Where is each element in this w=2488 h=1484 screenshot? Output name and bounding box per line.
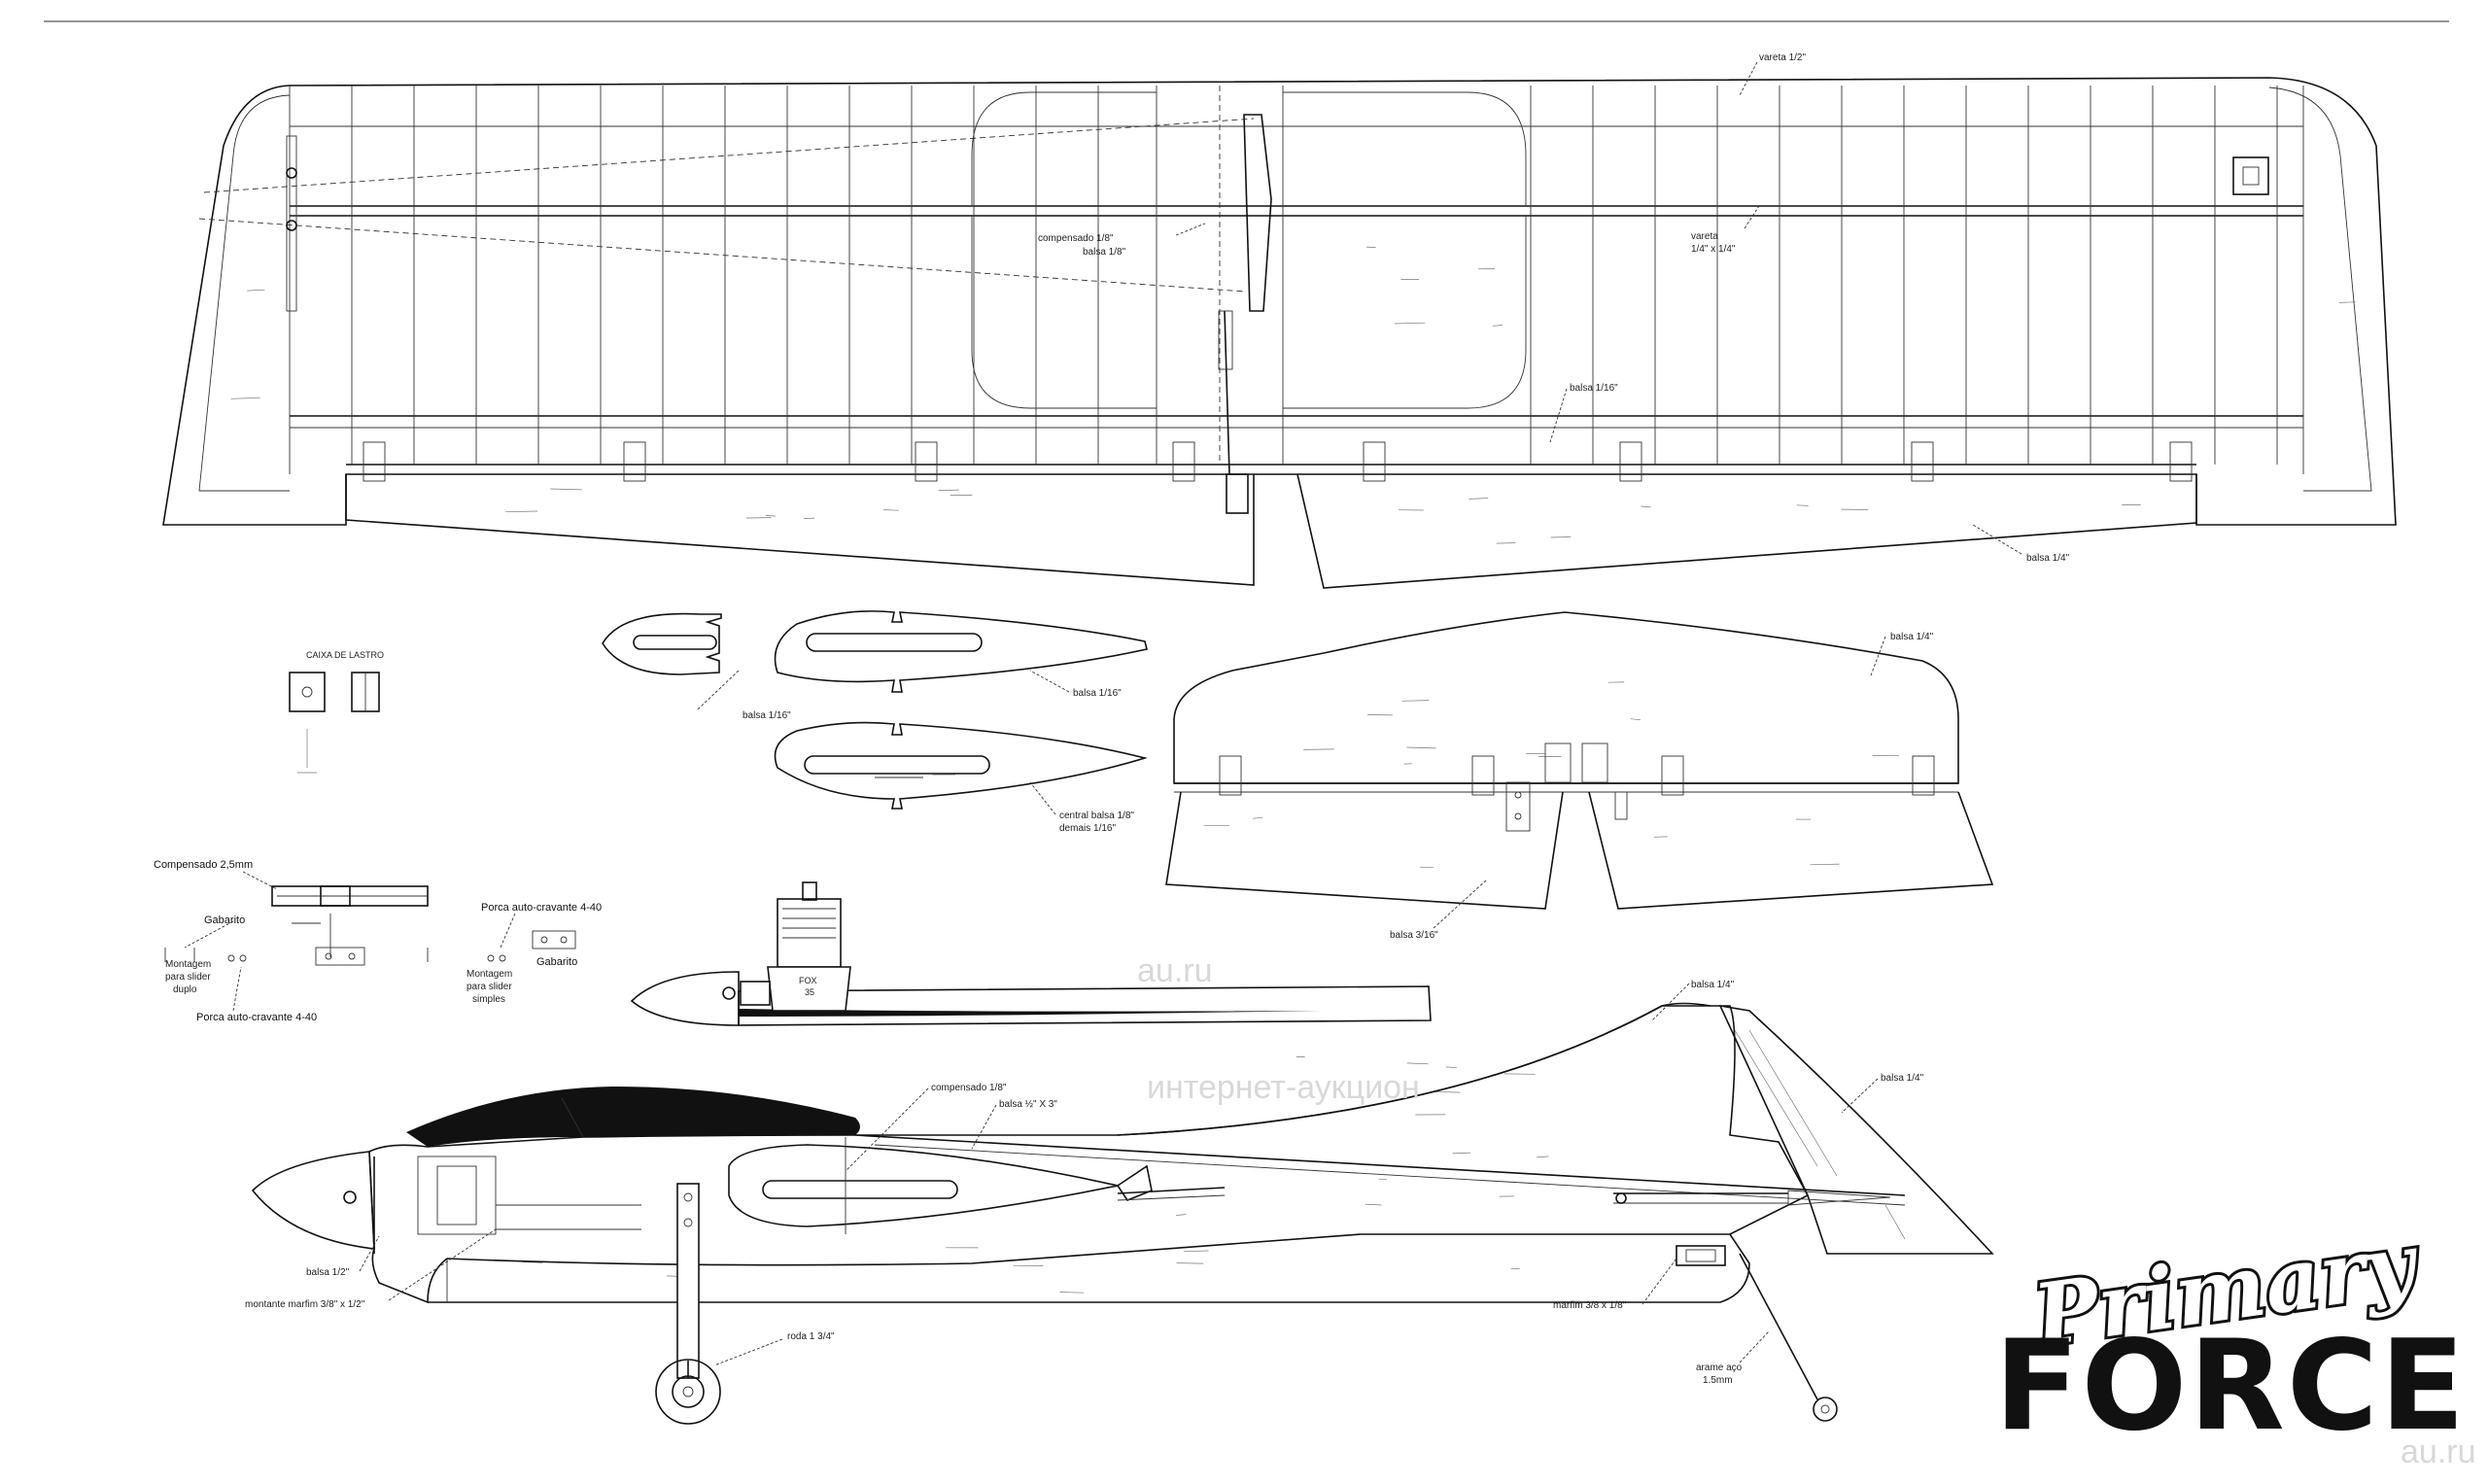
label-balsa-quarter-stab: balsa 1/4"	[1890, 632, 1934, 642]
grain-mark	[803, 517, 815, 519]
grain-mark	[765, 515, 776, 517]
grain-mark	[1492, 325, 1503, 327]
watermark-site: au.ru	[2401, 1433, 2476, 1470]
grain-mark	[1452, 1152, 1471, 1155]
label-central-balsa-2: demais 1/16"	[1059, 823, 1116, 834]
watermark-center-sub: интернет-аукцион	[1147, 1069, 1420, 1106]
label-porca-top: Porca auto-cravante 4-40	[481, 902, 602, 914]
grain-mark	[1183, 1250, 1209, 1253]
fuselage-side-view	[251, 1002, 1994, 1425]
grain-mark	[1176, 1262, 1204, 1264]
grain-mark	[505, 510, 538, 513]
logo-block: FORCE	[1994, 1314, 2467, 1459]
grain-mark	[1796, 504, 1809, 506]
label-montagem-duplo-3: duplo	[173, 984, 197, 995]
label-arame-1: arame aço	[1696, 1363, 1743, 1373]
grain-mark	[230, 397, 260, 399]
watermark-center: au.ru	[1137, 952, 1213, 989]
stabilizer-plan: balsa 1/4" balsa 3/16"	[1165, 611, 1994, 941]
label-balsa-sixteenth-wing: balsa 1/16"	[1570, 383, 1618, 394]
grain-mark	[1537, 1156, 1549, 1158]
label-balsa-eighth: balsa 1/8"	[1083, 247, 1126, 258]
grain-mark	[1406, 1062, 1429, 1065]
grain-mark	[1496, 542, 1516, 544]
grain-mark	[1401, 700, 1430, 702]
grain-mark	[1469, 498, 1489, 500]
mount-details: Compensado 2,5mm Gabarito Montagem para …	[154, 859, 602, 1023]
grain-mark	[2338, 301, 2356, 303]
grain-mark	[1252, 816, 1263, 819]
grain-mark	[550, 488, 582, 491]
rib-templates: balsa 1/16" balsa 1/16" central balsa 1/…	[602, 610, 1148, 834]
label-balsa-quarter-fin: balsa 1/4"	[1691, 980, 1735, 990]
label-caixa-lastro: CAIXA DE LASTRO	[306, 650, 384, 660]
label-engine-size: 35	[805, 987, 814, 997]
ballast-box: CAIXA DE LASTRO	[289, 650, 384, 774]
label-montagem-simples-1: Montagem	[466, 969, 512, 980]
wing-ribs	[351, 86, 2278, 465]
grain-mark	[1630, 718, 1641, 721]
label-balsa-quarter-rudder: balsa 1/4"	[1881, 1073, 1924, 1084]
label-montagem-duplo-1: Montagem	[165, 959, 211, 970]
label-gabarito-2: Gabarito	[536, 956, 577, 968]
label-central-balsa-1: central balsa 1/8"	[1059, 811, 1134, 821]
grain-mark	[1378, 1178, 1387, 1181]
grain-mark	[1445, 1066, 1457, 1069]
label-montagem-duplo-2: para slider	[165, 972, 211, 983]
balsa-grain-marks	[230, 246, 2356, 1294]
grain-mark	[247, 289, 265, 292]
label-balsa-sixteenth-rib1: balsa 1/16"	[743, 710, 791, 721]
grain-mark	[1550, 536, 1571, 538]
wing-plan	[162, 77, 2397, 589]
grain-mark	[1365, 1203, 1382, 1206]
label-balsa-half: balsa 1/2"	[306, 1267, 350, 1278]
label-vareta-half: vareta 1/2"	[1759, 52, 1806, 63]
grain-mark	[1176, 1214, 1187, 1216]
label-balsa-half-x3: balsa ½" X 3"	[999, 1099, 1057, 1110]
label-roda: roda 1 3/4"	[787, 1331, 835, 1342]
label-marfim: marfim 3/8 x 1/8"	[1553, 1300, 1627, 1311]
label-compensado-eighth: compensado 1/8"	[1038, 233, 1114, 244]
grain-mark	[1641, 505, 1651, 508]
grain-mark	[1365, 246, 1376, 248]
label-gabarito-1: Gabarito	[204, 915, 245, 926]
label-balsa-quarter-flap: balsa 1/4"	[2026, 553, 2070, 564]
label-balsa-sixteenth-rib2: balsa 1/16"	[1073, 688, 1122, 699]
label-engine-brand: FOX	[799, 976, 817, 985]
engine-side-view: FOX 35	[630, 881, 1432, 1026]
label-compensado-eighth-fus: compensado 1/8"	[931, 1083, 1007, 1093]
label-vareta-quarter-2: 1/4" x 1/4"	[1691, 244, 1736, 255]
grain-mark	[1394, 322, 1426, 325]
primary-force-logo: Primary FORCE	[1994, 1209, 2467, 1459]
label-porca-bottom: Porca auto-cravante 4-40	[196, 1012, 317, 1023]
label-balsa-three-sixteenth: balsa 3/16"	[1390, 930, 1438, 941]
grain-mark	[1406, 746, 1436, 749]
label-montante: montante marfim 3/8" x 1/2"	[245, 1299, 365, 1310]
wing-labels: vareta 1/2" compensado 1/8" balsa 1/8" v…	[1038, 52, 2070, 564]
label-montagem-simples-2: para slider	[466, 982, 512, 992]
fuselage-labels: balsa 1/4" balsa 1/4" compensado 1/8" ba…	[245, 980, 1924, 1386]
grain-mark	[883, 509, 899, 511]
grain-mark	[938, 489, 959, 491]
label-vareta-quarter-1: vareta	[1691, 231, 1718, 242]
grain-mark	[1432, 1090, 1461, 1093]
grain-mark	[1367, 714, 1393, 716]
grain-mark	[1810, 863, 1840, 866]
grain-mark	[1420, 866, 1434, 869]
grain-mark	[1303, 748, 1334, 750]
label-montagem-simples-3: simples	[472, 994, 505, 1005]
label-compensado-25: Compensado 2,5mm	[154, 859, 253, 871]
label-arame-2: 1.5mm	[1703, 1375, 1733, 1386]
grain-mark	[1059, 1292, 1085, 1294]
